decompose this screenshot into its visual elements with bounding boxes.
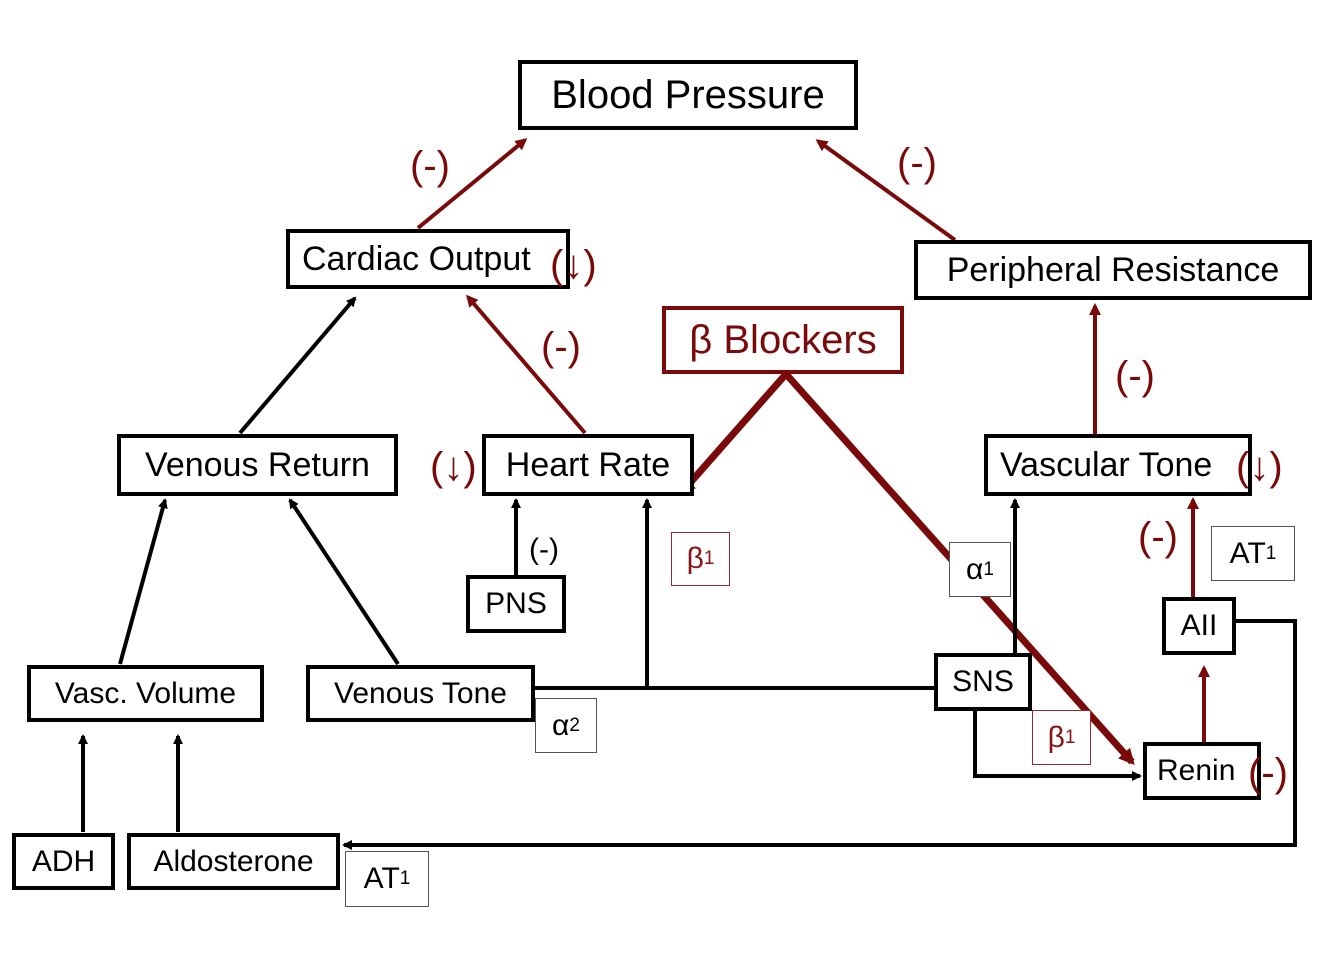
- node-vascular-tone: Vascular Tone: [984, 434, 1252, 496]
- node-sns: SNS: [934, 653, 1032, 711]
- node-vasc-volume: Vasc. Volume: [27, 665, 264, 722]
- effect-label-co-decrease: (↓): [550, 243, 597, 287]
- arrow-vv-to-vr: [118, 498, 168, 665]
- arrow-pr-to-bp: [815, 139, 957, 242]
- node-heart-rate: Heart Rate: [482, 434, 694, 496]
- receptor-base: α: [552, 708, 570, 742]
- node-all: AII: [1162, 597, 1236, 655]
- effect-label-pns-to-hr: (-): [529, 533, 559, 566]
- effect-label-all-to-vt: (-): [1138, 515, 1178, 559]
- receptor-base: β: [686, 542, 704, 575]
- node-cardiac-output: Cardiac Output: [286, 229, 570, 289]
- effect-label-hr-to-co: (-): [541, 325, 581, 369]
- arrow-co-to-bp: [416, 138, 528, 230]
- receptor-sub: 1: [399, 868, 411, 889]
- arrow-bb-to-hr: [679, 371, 789, 496]
- receptor-base: AT: [363, 862, 400, 895]
- arrow-vr-to-co: [238, 296, 357, 435]
- node-renin: Renin: [1143, 742, 1261, 800]
- node-peripheral-resistance: Peripheral Resistance: [914, 240, 1312, 300]
- arrow-vnt-to-vr: [288, 498, 400, 666]
- arrow-hr-to-co: [466, 294, 587, 435]
- node-aldosterone: Aldosterone: [127, 833, 340, 890]
- receptor-base: AT: [1229, 536, 1266, 570]
- effect-label-vt-decrease: (↓): [1236, 445, 1283, 489]
- receptor-sub: 1: [983, 558, 994, 580]
- node-venous-tone: Venous Tone: [306, 665, 535, 722]
- node-beta-blockers: β Blockers: [662, 306, 904, 374]
- receptor-sub: 1: [703, 548, 715, 569]
- node-adh: ADH: [12, 833, 115, 890]
- effect-label-renin: (-): [1248, 751, 1288, 795]
- arrow-sns-to-renin: [973, 710, 1142, 781]
- effect-label-hr-decrease: (↓): [430, 445, 477, 489]
- receptor-sub: 2: [569, 714, 580, 736]
- effect-label-pr-to-bp: (-): [897, 141, 937, 185]
- node-pns: PNS: [466, 575, 566, 633]
- receptor-base: α: [966, 552, 984, 586]
- node-venous-return: Venous Return: [117, 434, 398, 496]
- arrow-all-to-aldosterone: [342, 619, 1297, 850]
- receptor-sub: 1: [1064, 726, 1076, 748]
- effect-label-vt-to-pr: (-): [1115, 354, 1155, 398]
- receptor-base: β: [1047, 720, 1065, 754]
- effect-label-co-to-bp: (-): [410, 144, 450, 188]
- receptor-sub: 1: [1265, 542, 1277, 564]
- node-blood-pressure: Blood Pressure: [518, 60, 858, 130]
